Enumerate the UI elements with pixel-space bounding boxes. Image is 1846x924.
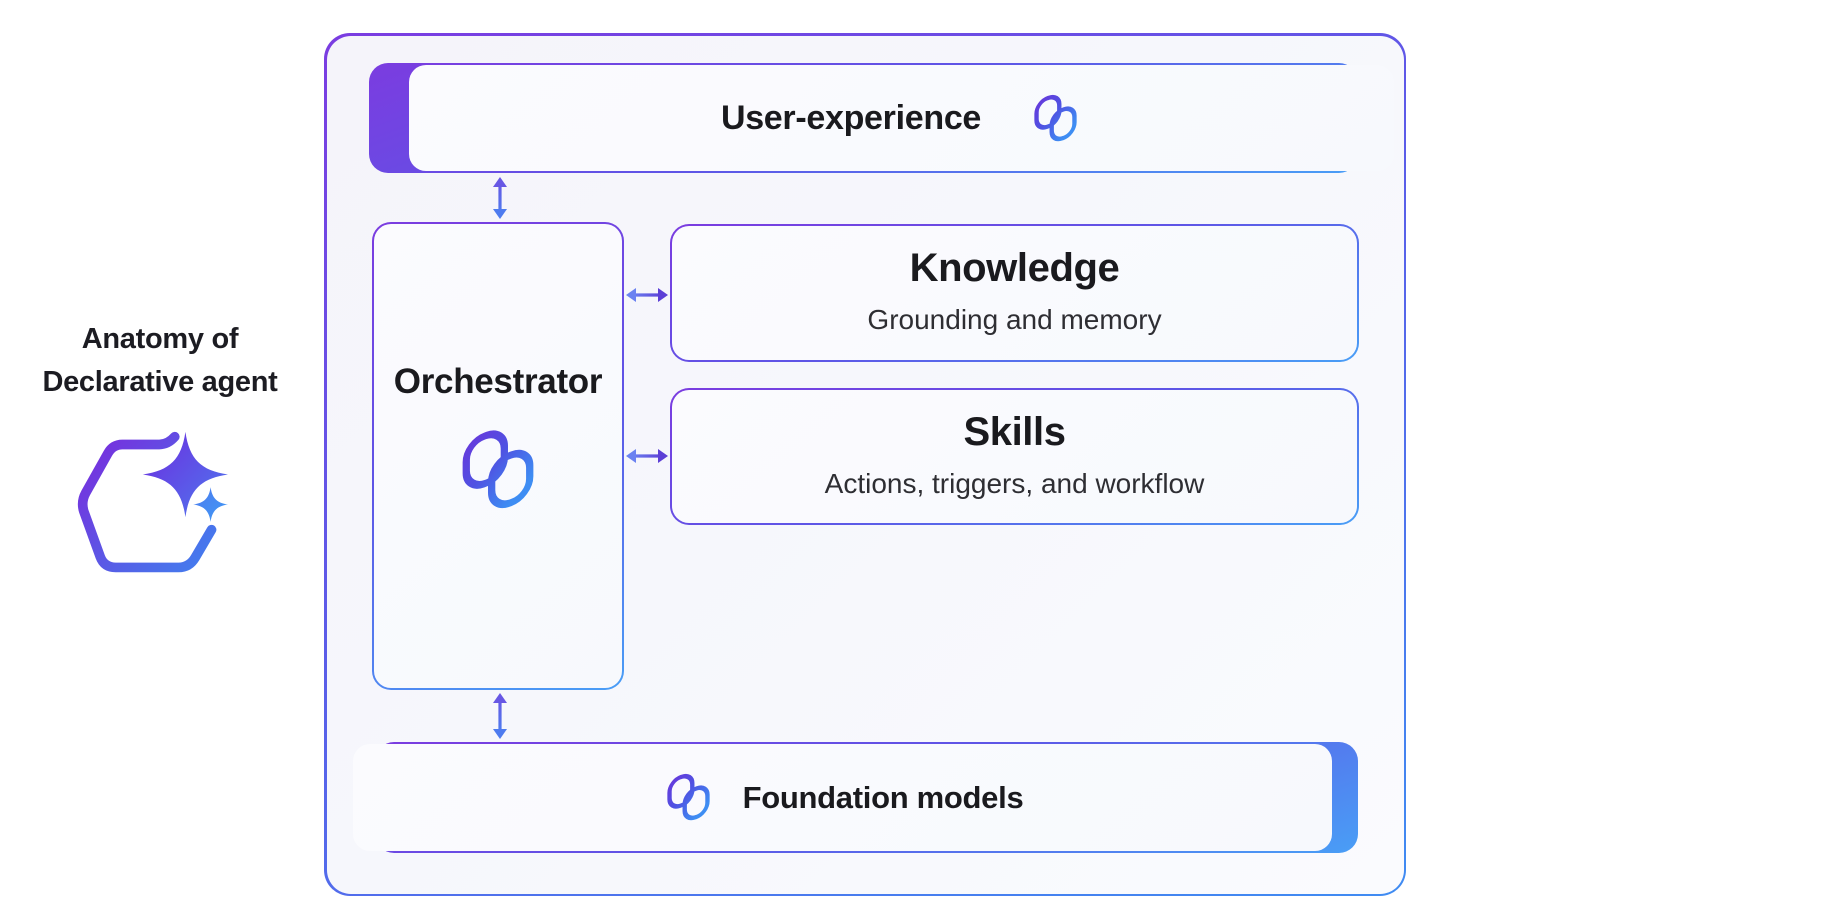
arrowhead-down (493, 729, 507, 739)
skills-title: Skills (963, 409, 1066, 454)
arrow-ux-orchestrator (493, 177, 507, 219)
arrowhead-left (626, 449, 636, 463)
diagram-caption: Anatomy of Declarative agent (10, 318, 310, 404)
arrow-orchestrator-knowledge (626, 288, 668, 302)
arrow-orchestrator-skills (626, 449, 668, 463)
arrowhead-left (626, 288, 636, 302)
sparkle-small (193, 487, 228, 522)
arrow-orchestrator-foundation (493, 693, 507, 739)
arrowhead-right (658, 288, 668, 302)
skills-box: Skills Actions, triggers, and workflow (670, 388, 1359, 525)
foundation-models-title: Foundation models (742, 779, 1024, 815)
arrowhead-down (493, 209, 507, 219)
foundation-models-box: Foundation models (353, 742, 1358, 853)
orchestrator-box: Orchestrator (372, 222, 624, 690)
user-experience-title: User-experience (720, 98, 982, 137)
arrowhead-up (493, 177, 507, 187)
arrowhead-right (658, 449, 668, 463)
knowledge-subtitle: Grounding and memory (867, 304, 1162, 335)
arrowhead-up (493, 693, 507, 703)
orchestrator-title: Orchestrator (393, 362, 603, 401)
copilot-icon (1034, 94, 1077, 141)
caption-line-1: Anatomy of (81, 323, 239, 355)
copilot-icon (462, 430, 534, 509)
copilot-icon (666, 773, 710, 821)
declarative-agent-icon (77, 431, 228, 573)
user-experience-box: User-experience (369, 63, 1394, 173)
knowledge-box: Knowledge Grounding and memory (670, 224, 1359, 362)
caption-line-2: Declarative agent (42, 366, 278, 398)
knowledge-title: Knowledge (909, 246, 1120, 290)
skills-subtitle: Actions, triggers, and workflow (824, 467, 1205, 499)
sparkle-large (142, 431, 228, 518)
